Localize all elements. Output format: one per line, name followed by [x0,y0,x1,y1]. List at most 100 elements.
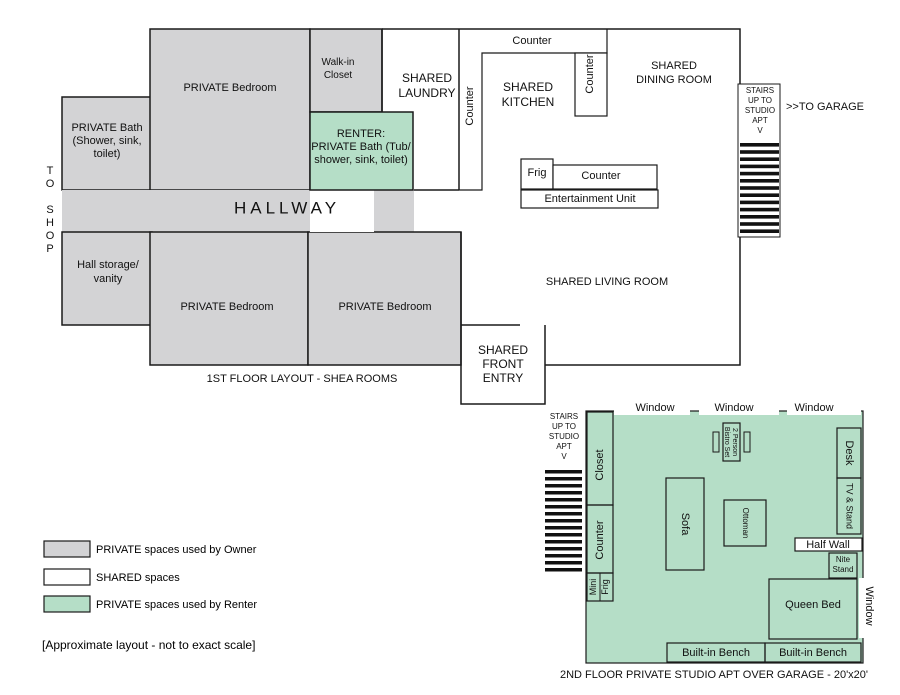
stair-step [740,200,779,205]
kitchen-counter-vertical [574,52,608,117]
stair-step [545,519,582,523]
stair-step [740,150,779,154]
shared-living-label: SHARED LIVING ROOM [546,276,668,288]
first-floor-title: 1ST FLOOR LAYOUT - SHEA ROOMS [207,373,398,385]
window-top-3-gap [787,407,861,415]
hall-storage-label: Hall storage/vanity [77,259,140,285]
frig-label: Frig [528,167,547,179]
sofa-label: Sofa [679,513,691,537]
stair-step [740,207,779,212]
stair-step [545,547,582,551]
bedroom-bottom-right-room [307,231,462,366]
stair-step [740,186,779,190]
private-bath-label: PRIVATE Bath(Shower, sink,toilet) [71,122,142,160]
stair-step [545,484,582,488]
bistro-label: 2 PersonBistro Set [723,427,738,457]
legend-shared-label: SHARED spaces [96,572,180,584]
entertainment-unit-label: Entertainment Unit [544,193,635,205]
front-entry-wall [460,324,546,405]
stair-step [545,477,582,481]
to-shop-letter: O [46,230,55,242]
counter-island-box [552,164,658,190]
counter-label: Counter [594,520,606,559]
window-right-gap [859,578,867,638]
sofa-box [665,477,705,571]
legend-owner-label: PRIVATE spaces used by Owner [96,544,257,556]
stair-step [740,193,779,197]
bench-right-box [764,642,862,663]
bedroom-top-room [149,28,311,191]
half-wall-label: Half Wall [806,539,850,551]
window-top-1-label: Window [635,402,674,414]
closet-label: Closet [594,449,606,480]
counter-top-label: Counter [512,35,551,47]
legend-owner-swatch [43,540,91,558]
stair-step [545,540,582,544]
queen-bed-label: Queen Bed [785,599,841,611]
stairs-steps [740,143,779,233]
counter-right-label: Counter [584,54,596,93]
nite-stand-box [828,552,858,579]
hallway-label: HALLWAY [234,198,340,217]
stair-step [545,498,582,502]
bedroom-bottom-left-room [149,231,309,366]
legend-shared-swatch [43,568,91,586]
tv-stand-box [836,477,862,535]
bistro-table [722,422,741,462]
legend-renter-label: PRIVATE spaces used by Renter [96,599,257,611]
renter-bath-room [309,111,414,191]
to-shop-letter: P [46,243,53,255]
ottoman-label: Ottoman [741,508,750,539]
stair-step [545,568,582,572]
to-shop-letter: S [46,204,53,216]
renter-bath-label: RENTER:PRIVATE Bath (Tub/shower, sink, t… [311,128,411,166]
stair-step [545,533,582,537]
desk-label: Desk [843,440,855,466]
private-bath-room [61,96,153,191]
walk-in-closet-room [309,28,383,113]
window-top-2-gap [699,407,779,415]
stair-step [740,143,779,147]
bedroom-bottom-right-label: PRIVATE Bedroom [338,301,431,313]
window-top-2-label: Window [714,402,753,414]
stair-step [545,505,582,509]
hall-storage-room [61,231,153,326]
stair-step [740,229,779,233]
stair-step [740,157,779,161]
to-shop-letter: T [47,165,54,177]
bistro-chair-left [712,431,720,453]
counter-left-label: Counter [464,86,476,125]
stair-step [545,554,582,558]
window-right-label: Window [863,586,875,625]
to-garage-label: >>TO GARAGE [786,101,864,113]
bedroom-top-label: PRIVATE Bedroom [183,82,276,94]
stair-step [740,222,779,226]
window-top-1-gap [614,407,690,415]
half-wall-box [794,537,863,552]
entertainment-unit-box [520,189,659,209]
to-shop-letter: H [46,217,54,229]
legend-renter-swatch [43,595,91,613]
stair-step [740,171,779,176]
frig-box [520,158,554,190]
studio-stairs-steps [545,470,582,572]
legend-note: [Approximate layout - not to exact scale… [42,638,255,652]
stair-step [740,164,779,169]
hallway-right-area [374,190,414,232]
queen-bed-box [768,578,858,640]
bench-right-label: Built-in Bench [779,647,847,659]
stair-step [545,526,582,530]
window-top-3-label: Window [794,402,833,414]
kitchen-counter-left [459,52,584,191]
kitchen-counter-right [584,29,608,54]
